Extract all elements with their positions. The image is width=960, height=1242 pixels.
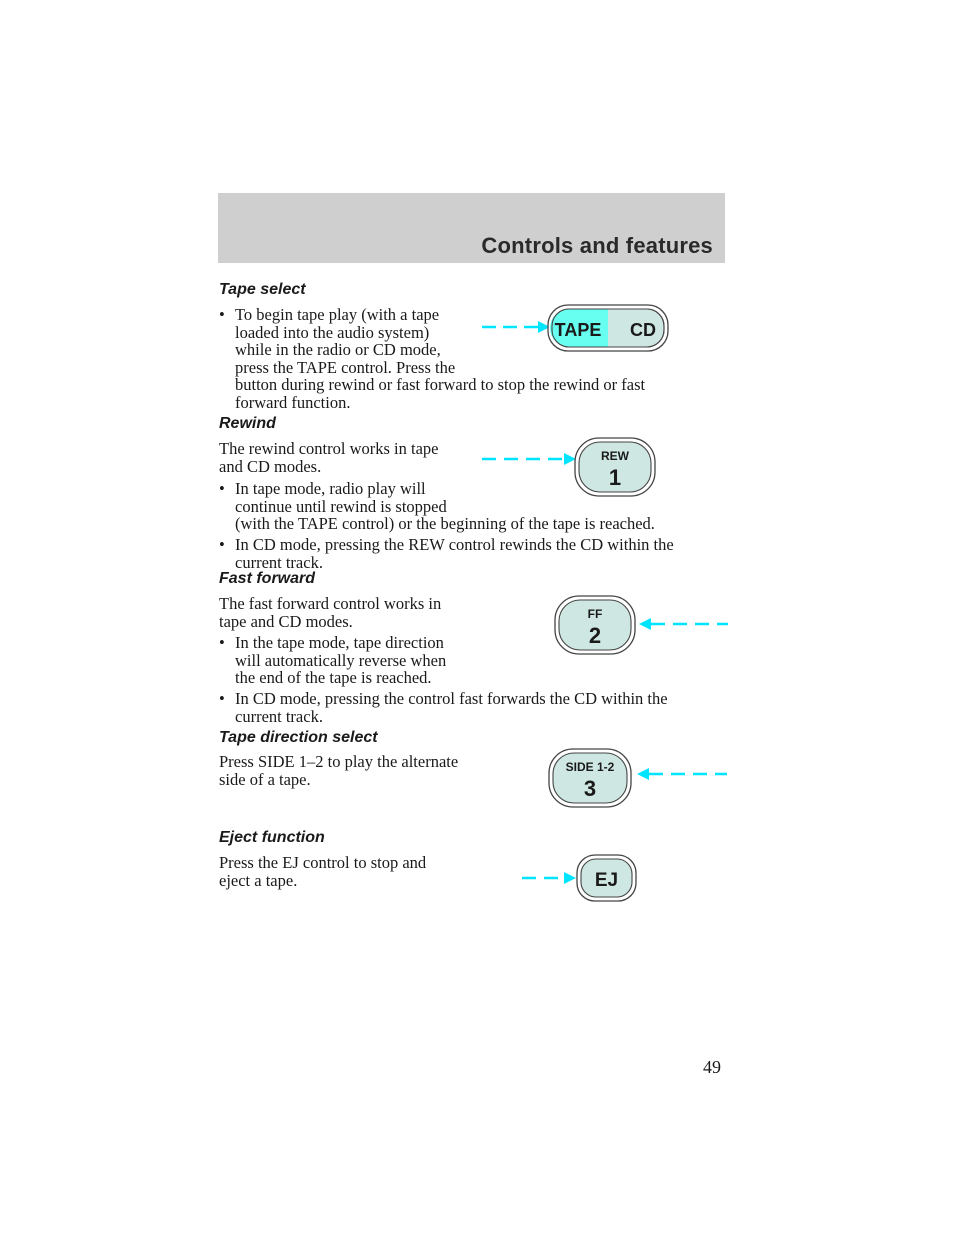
ff-illustration: FF 2 [554,595,728,655]
arrow-icon [482,321,550,333]
ej-label: EJ [595,870,618,891]
tape-label: TAPE [555,320,602,340]
bullet-dot: • [219,479,225,498]
side-button: SIDE 1-2 3 [548,748,632,808]
bullet-tape-select: • To begin tape play (with a tape loaded… [219,306,719,411]
ff-number: 2 [589,623,601,648]
bullet-rewind-cd: • In CD mode, pressing the REW control r… [219,536,719,571]
rew-button: REW 1 [574,437,656,497]
section-title: Controls and features [481,233,713,258]
bullet-dot: • [219,633,225,652]
tape-direction-intro: Press SIDE 1–2 to play the alternate sid… [219,752,459,789]
arrow-icon [522,872,576,884]
heading-tape-direction: Tape direction select [219,729,378,746]
tape-cd-button: TAPE CD [547,304,669,352]
rew-number: 1 [609,465,621,490]
ej-illustration: EJ [522,854,637,902]
bullet-text: In CD mode, pressing the REW control rew… [235,535,674,572]
bullet-text: To begin tape play (with a tape loaded i… [235,305,646,412]
arrow-icon [637,768,727,780]
rew-illustration: REW 1 [482,437,656,497]
bullet-ff-cd: • In CD mode, pressing the control fast … [219,690,719,725]
side-number: 3 [584,776,596,801]
tape-cd-illustration: TAPE CD [482,304,669,352]
side-illustration: SIDE 1-2 3 [548,748,727,808]
bullet-text: In the tape mode, tape direction will au… [235,633,447,687]
bullet-dot: • [219,305,225,324]
arrow-icon [639,618,728,630]
ff-button: FF 2 [554,595,636,655]
bullet-text: In CD mode, pressing the control fast fo… [235,689,668,726]
rew-label: REW [601,449,630,463]
heading-rewind: Rewind [219,415,276,432]
arrow-icon [482,453,576,465]
section-header: Controls and features [218,193,725,263]
heading-fast-forward: Fast forward [219,570,316,587]
ff-label: FF [588,607,603,621]
bullet-text: In tape mode, radio play will continue u… [235,479,655,533]
rewind-intro: The rewind control works in tape and CD … [219,439,439,476]
fast-forward-intro: The fast forward control works in tape a… [219,594,442,631]
bullet-ff-tape: • In the tape mode, tape direction will … [219,634,719,687]
bullet-dot: • [219,689,225,708]
eject-intro: Press the EJ control to stop and eject a… [219,853,427,890]
ej-button: EJ [576,854,637,902]
side-label: SIDE 1-2 [566,760,615,774]
bullet-rewind-tape: • In tape mode, radio play will continue… [219,480,719,533]
heading-tape-select: Tape select [219,281,306,298]
cd-label: CD [630,320,656,340]
heading-eject: Eject function [219,829,325,846]
page-number: 49 [703,1057,721,1077]
bullet-dot: • [219,535,225,554]
